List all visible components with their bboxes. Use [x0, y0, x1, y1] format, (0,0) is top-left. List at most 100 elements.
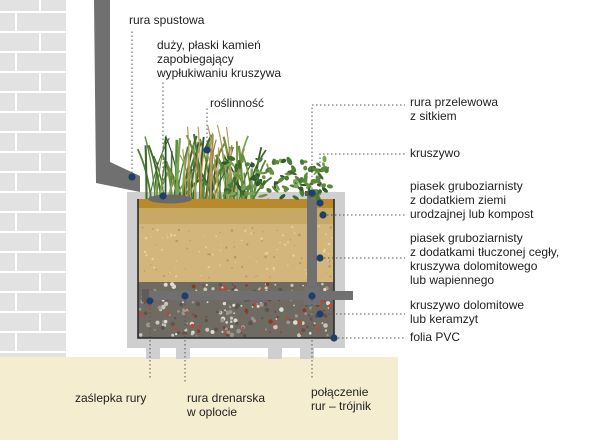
- shrub-leaf: [281, 185, 290, 191]
- aggregate-particle: [259, 302, 264, 307]
- sand-particle: [141, 226, 144, 229]
- sand-particle: [262, 231, 264, 233]
- shrub-leaf: [319, 166, 328, 172]
- aggregate-particle: [248, 320, 253, 326]
- label-pvc-liner: folia PVC: [410, 330, 461, 344]
- aggregate-particle: [244, 308, 249, 313]
- shrub-leaf: [303, 173, 308, 181]
- aggregate-particle: [205, 315, 208, 318]
- aggregate-particle: [211, 287, 215, 291]
- aggregate-particle: [225, 321, 228, 324]
- flat-stone: [148, 194, 192, 204]
- aggregate-particle: [222, 285, 227, 291]
- shrub-leaf: [311, 167, 321, 173]
- sand-particle: [174, 268, 176, 269]
- aggregate-particle: [176, 331, 181, 335]
- sand-particle: [200, 274, 203, 277]
- sand-particle: [175, 275, 178, 278]
- leader-lines: [131, 30, 405, 384]
- aggregate-particle: [276, 316, 279, 319]
- marker-pvc-liner: [330, 334, 338, 342]
- aggregate-particle: [177, 310, 180, 313]
- support-right: [300, 345, 314, 359]
- dry-grass-blade: [182, 148, 187, 200]
- shrub-leaf: [271, 158, 276, 166]
- aggregate-particle: [153, 288, 156, 291]
- aggregate-particle: [190, 332, 194, 336]
- sand-particle: [220, 244, 222, 246]
- aggregate-particle: [231, 283, 234, 286]
- aggregate-particle: [230, 320, 233, 323]
- shrub-leaf: [266, 187, 272, 193]
- sand-particle: [330, 237, 333, 239]
- aggregate-particle: [235, 303, 240, 308]
- shrub-leaf: [307, 165, 314, 171]
- aggregate-particle: [228, 305, 232, 309]
- shrub-leaf: [258, 193, 268, 198]
- aggregate-particle: [170, 282, 175, 287]
- sand-particle: [291, 225, 294, 229]
- aggregate-particle: [265, 328, 268, 331]
- aggregate-particle: [240, 304, 243, 307]
- aggregate-particle: [229, 332, 235, 338]
- marker-flat-stone: [159, 192, 167, 200]
- aggregate-particle: [240, 332, 243, 334]
- shrub-leaf: [244, 162, 250, 167]
- sand-particle: [143, 270, 146, 272]
- aggregate-particle: [241, 326, 245, 330]
- shrub-leaf: [257, 157, 263, 163]
- aggregate-particle: [264, 286, 268, 290]
- aggregate-particle: [202, 309, 204, 312]
- aggregate-particle: [204, 318, 208, 323]
- shrub-leaf: [321, 162, 326, 168]
- sand-particle: [233, 255, 237, 259]
- sand-particle: [276, 248, 278, 251]
- aggregate-particle: [264, 283, 267, 286]
- sand-particle: [153, 266, 156, 269]
- sand-particle: [150, 236, 152, 238]
- sand-particle: [211, 253, 214, 256]
- dry-grass-blade: [197, 126, 203, 200]
- aggregate-particle: [195, 301, 201, 307]
- pipe-cap: [142, 289, 149, 302]
- aggregate-particle: [228, 310, 233, 314]
- aggregate-particle: [251, 316, 255, 320]
- aggregate-particle: [218, 282, 223, 287]
- sand-particle: [269, 276, 271, 278]
- shrub-leaf: [266, 163, 269, 168]
- building-wall: [0, 0, 66, 357]
- sand-particle: [273, 269, 275, 271]
- sand-particle: [292, 265, 294, 267]
- sand-particle: [251, 226, 254, 229]
- shrub-leaf: [249, 174, 256, 181]
- sand-particle: [260, 237, 263, 240]
- shrub-leaf: [223, 188, 232, 193]
- shrub-leaf: [286, 156, 293, 166]
- aggregate-particle: [256, 304, 260, 308]
- aggregate-particle: [182, 308, 187, 313]
- aggregate-particle: [174, 317, 177, 320]
- sand-particle: [329, 275, 332, 278]
- sand-particle: [293, 232, 296, 234]
- aggregate-particle: [191, 301, 195, 304]
- sand-particle: [166, 236, 169, 239]
- aggregate-particle: [224, 311, 226, 314]
- aggregate-particle: [306, 325, 309, 329]
- dry-grass-blade: [187, 126, 192, 200]
- aggregate-particle: [285, 316, 289, 321]
- sand-particle: [289, 239, 291, 241]
- aggregate-particle: [235, 321, 239, 326]
- aggregate-particle: [191, 284, 196, 289]
- aggregate-particle: [205, 327, 210, 332]
- aggregate-particle: [326, 334, 329, 337]
- shrub-leaf: [257, 178, 264, 186]
- sand-particle: [173, 234, 176, 237]
- aggregate-particle: [175, 332, 178, 336]
- sand-particle: [264, 255, 267, 259]
- shrub-leaf: [224, 162, 232, 168]
- aggregate-particle: [328, 303, 333, 309]
- sand-particle: [234, 261, 237, 263]
- sand-particle: [243, 226, 245, 228]
- concrete-supports: [146, 345, 314, 359]
- sand-particle: [233, 241, 235, 243]
